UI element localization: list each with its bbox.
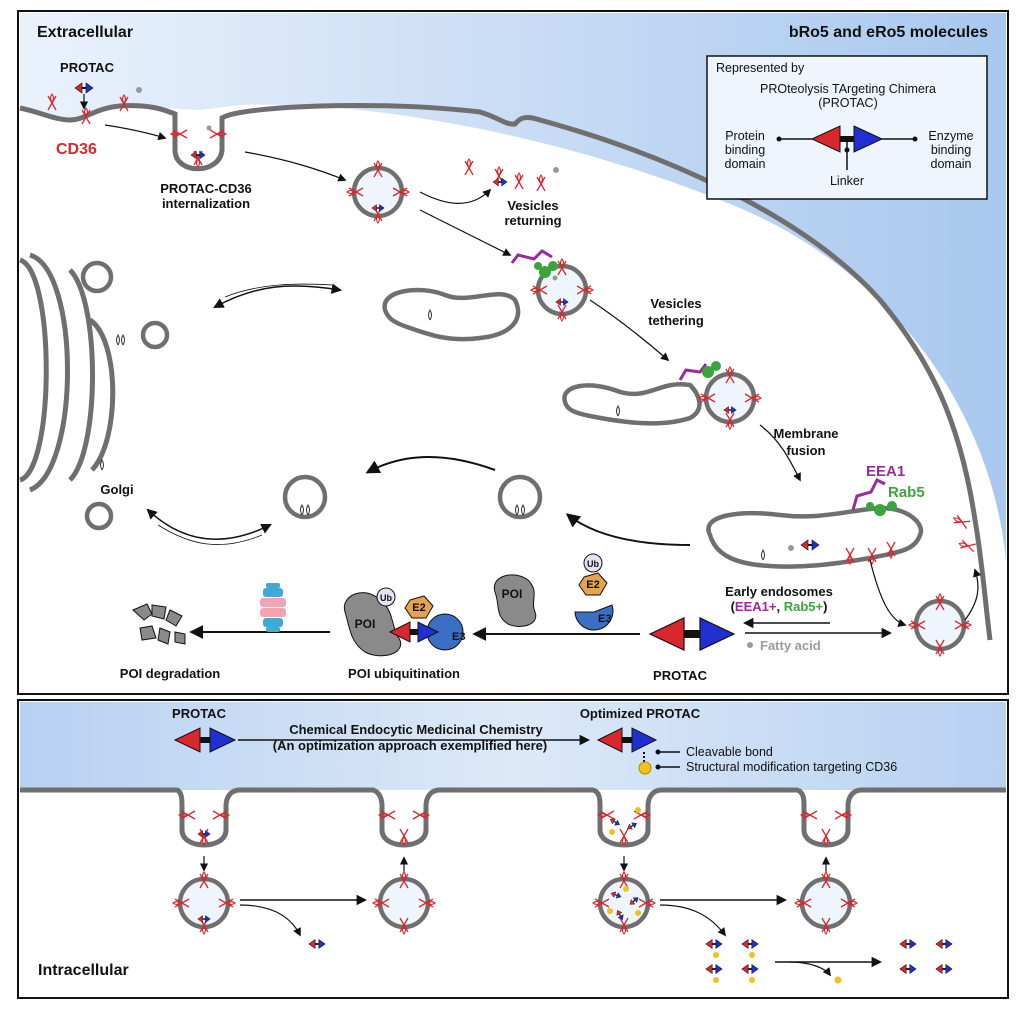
e2-bound-label: E2 (412, 602, 425, 614)
early-endosome-small (382, 287, 521, 342)
e2-bound (404, 595, 434, 619)
membrane-fusion-1: Membrane (773, 426, 838, 441)
legend-enzyme-2: binding (931, 143, 971, 157)
rab5-label: Rab5 (888, 484, 925, 501)
optimized-protac (596, 727, 658, 775)
vesicles-tethering-1: Vesicles (650, 296, 701, 311)
returning-receptors (464, 158, 559, 192)
membrane-fusion-2: fusion (787, 443, 826, 458)
cleavable-bond-label: Cleavable bond (686, 745, 773, 759)
golgi (18, 252, 170, 531)
poi-ubiquitination-label: POI ubiquitination (348, 666, 460, 681)
cd36-label: CD36 (56, 141, 97, 158)
bro5-header: bRo5 and eRo5 molecules (789, 24, 988, 41)
method-line-2: (An optimization approach exemplified he… (273, 738, 547, 753)
bottom-protac (173, 727, 237, 753)
legend-represented-by: Represented by (716, 61, 805, 75)
vesicles-tethering-2: tethering (648, 313, 704, 328)
bottom-panel: PROTAC Chemical Endocytic Medicinal Chem… (17, 699, 1009, 999)
eea1-tether-2 (678, 363, 708, 381)
early-endosome-markers: (EEA1+, Rab5+) (731, 599, 828, 614)
internalization-pit (170, 125, 227, 168)
eea1-label: EEA1 (866, 463, 905, 480)
vesicles-returning-2: returning (504, 213, 561, 228)
vesicles-returning-1: Vesicles (507, 198, 558, 213)
poi-free (493, 574, 537, 627)
internalization-label-2: internalization (162, 196, 250, 211)
rab5-cluster-3 (866, 501, 897, 516)
intracellular-label: Intracellular (38, 962, 129, 979)
protac-bottom-label: PROTAC (653, 668, 708, 683)
optimized-protac-label: Optimized PROTAC (580, 706, 701, 721)
e3-bound-label: E3 (452, 631, 465, 643)
poi-fragments (132, 603, 186, 645)
bottom-protac-label: PROTAC (172, 706, 227, 721)
fatty-acid-label: Fatty acid (760, 638, 821, 653)
proteasome (260, 583, 286, 632)
e2-free-label: E2 (586, 579, 599, 591)
transport-vesicle-1 (285, 477, 325, 517)
protac-bottom (648, 617, 736, 651)
internalization-label-1: PROTAC-CD36 (160, 181, 252, 196)
legend-box (706, 55, 988, 200)
legend-linker: Linker (830, 174, 864, 188)
eea1-tether-1 (510, 249, 553, 264)
bottom-vesicle-3 (593, 872, 655, 934)
plasma-membrane (19, 102, 993, 641)
e2-free (578, 572, 608, 596)
golgi-label: Golgi (100, 482, 133, 497)
legend-protein-3: domain (725, 157, 766, 171)
legend-title-1: PROteolysis TArgeting Chimera (760, 82, 936, 96)
structural-mod-label: Structural modification targeting CD36 (686, 760, 897, 774)
bottom-extracellular-band (20, 702, 1006, 790)
rab5-cluster-1 (534, 261, 558, 278)
poi-bound-label: POI (355, 617, 376, 631)
legend-protein-1: Protein (725, 129, 765, 143)
ub-bound (376, 587, 396, 607)
released-optimized-protacs (705, 939, 759, 983)
fatty-acid-dot (747, 642, 753, 648)
legend-protein-2: binding (725, 143, 765, 157)
protac-surface-label: PROTAC (60, 60, 115, 75)
eea1-tether-3 (851, 477, 886, 511)
poi-free-label: POI (502, 587, 523, 601)
tethered-endosome (562, 381, 702, 426)
e3-free (574, 604, 614, 631)
legend-enzyme-1: Enzyme (928, 129, 973, 143)
e3-free-label: E3 (598, 613, 611, 625)
pit-receptors (178, 807, 852, 846)
poi-bound (343, 592, 402, 657)
legend-enzyme-3: domain (931, 157, 972, 171)
cleaved-ligand (834, 976, 842, 984)
legend-title-2: (PROTAC) (818, 96, 878, 110)
legend-protac-blue (853, 125, 884, 153)
rab5-cluster-2 (702, 361, 721, 378)
extracellular-label: Extracellular (37, 24, 133, 41)
early-endosomes-label: Early endosomes (725, 584, 833, 599)
ub-bound-label: Ub (380, 593, 392, 603)
poi-degradation-label: POI degradation (120, 666, 220, 681)
ub-free-label: Ub (587, 559, 599, 569)
bottom-membrane (20, 787, 1006, 848)
protac-legend: Represented by PROteolysis TArgeting Chi… (706, 55, 988, 200)
transport-vesicle-2 (500, 477, 540, 517)
method-line-1: Chemical Endocytic Medicinal Chemistry (289, 722, 543, 737)
ub-free (583, 553, 603, 573)
top-panel: Extracellular bRo5 and eRo5 molecules Re… (17, 10, 1009, 695)
